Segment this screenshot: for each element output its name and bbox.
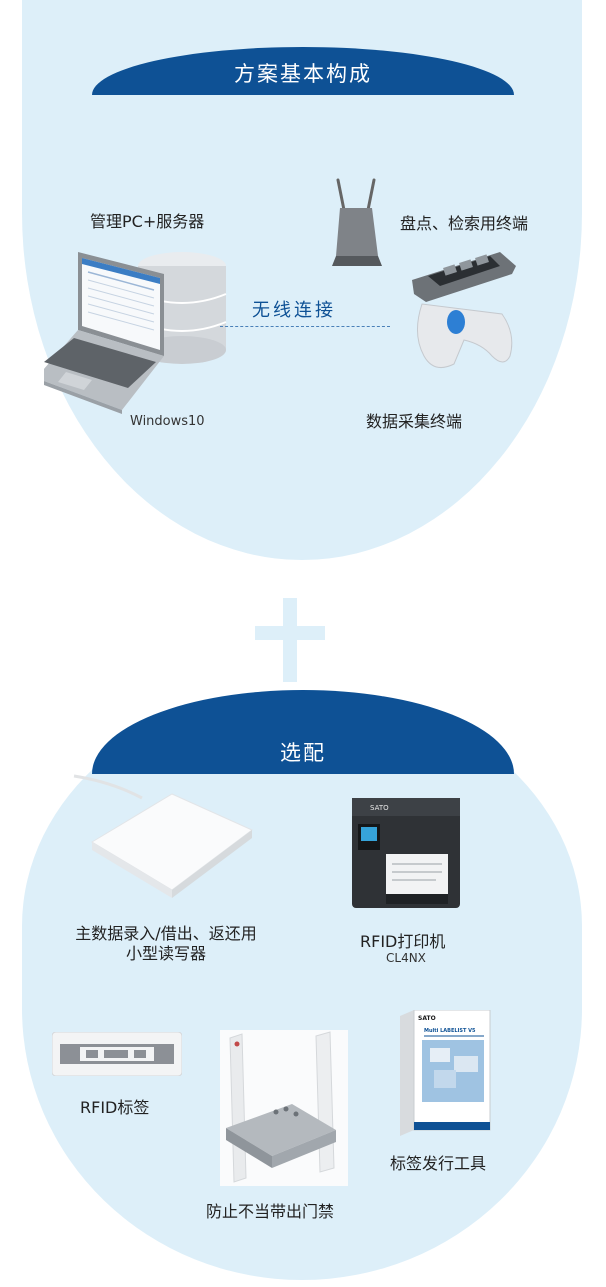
software-brand: SATO [418,1015,436,1022]
reader-illustration [73,774,253,898]
printer-illustration: SATO [352,798,460,908]
printer-label: RFID打印机 [360,932,446,951]
laptop-icon [44,252,164,414]
plus-vertical [283,598,297,682]
wireless-label: 无线连接 [252,300,336,321]
rfid-tag-icon [52,1032,182,1076]
handheld-terminal-illustration [412,252,516,369]
gate-label: 防止不当带出门禁 [206,1202,335,1221]
software-box-illustration: SATO Multi LABELIST V5 [400,1010,491,1136]
antenna-icon [332,178,382,266]
laptop-server-illustration [44,252,227,414]
gate-illustration [220,1030,348,1186]
software-box-icon [400,1010,491,1136]
options-title: 选配 [280,741,326,765]
reader-label-line2: 小型读写器 [125,944,206,963]
wireless-connection-line [220,326,390,327]
handheld-label: 盘点、检索用终端 [400,214,529,233]
printer-brand: SATO [370,804,389,812]
terminal-label: 数据采集终端 [366,412,463,431]
reader-label-line1: 主数据录入/借出、返还用 [75,924,257,943]
basic-composition-title: 方案基本构成 [234,62,372,86]
printer-model: CL4NX [386,951,426,965]
server-label: 管理PC+服务器 [90,212,205,231]
access-point-illustration [332,178,382,266]
handheld-terminal-icon [412,252,516,369]
reader-icon [73,774,253,898]
printer-icon [352,798,460,908]
gate-icon [220,1030,348,1186]
software-product: Multi LABELIST V5 [424,1028,476,1034]
tag-label: RFID标签 [80,1098,150,1117]
os-label: Windows10 [130,414,205,429]
rfid-tag-illustration [52,1032,182,1076]
plus-horizontal [255,626,325,640]
software-label: 标签发行工具 [390,1154,487,1173]
